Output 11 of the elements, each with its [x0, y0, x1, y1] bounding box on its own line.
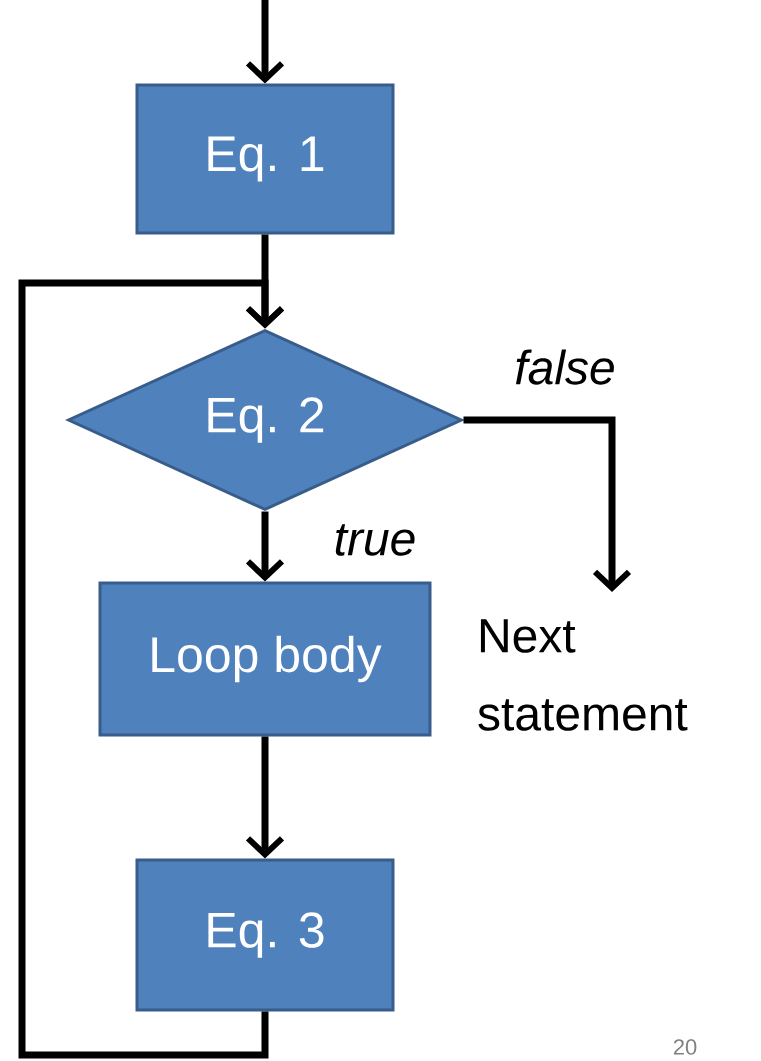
arrow [463, 416, 632, 592]
arrow [245, 736, 285, 859]
arrow [18, 279, 285, 1059]
edge-label: true [331, 522, 419, 558]
statement-label: Next statement [478, 619, 688, 731]
arrow [245, 0, 285, 84]
process-box: Loop body [98, 581, 432, 737]
page-number: 20 [673, 1039, 697, 1055]
process-box: Eq. 1 [135, 83, 395, 235]
process-box: Eq. 3 [135, 858, 395, 1012]
edge-label: false [512, 347, 618, 387]
